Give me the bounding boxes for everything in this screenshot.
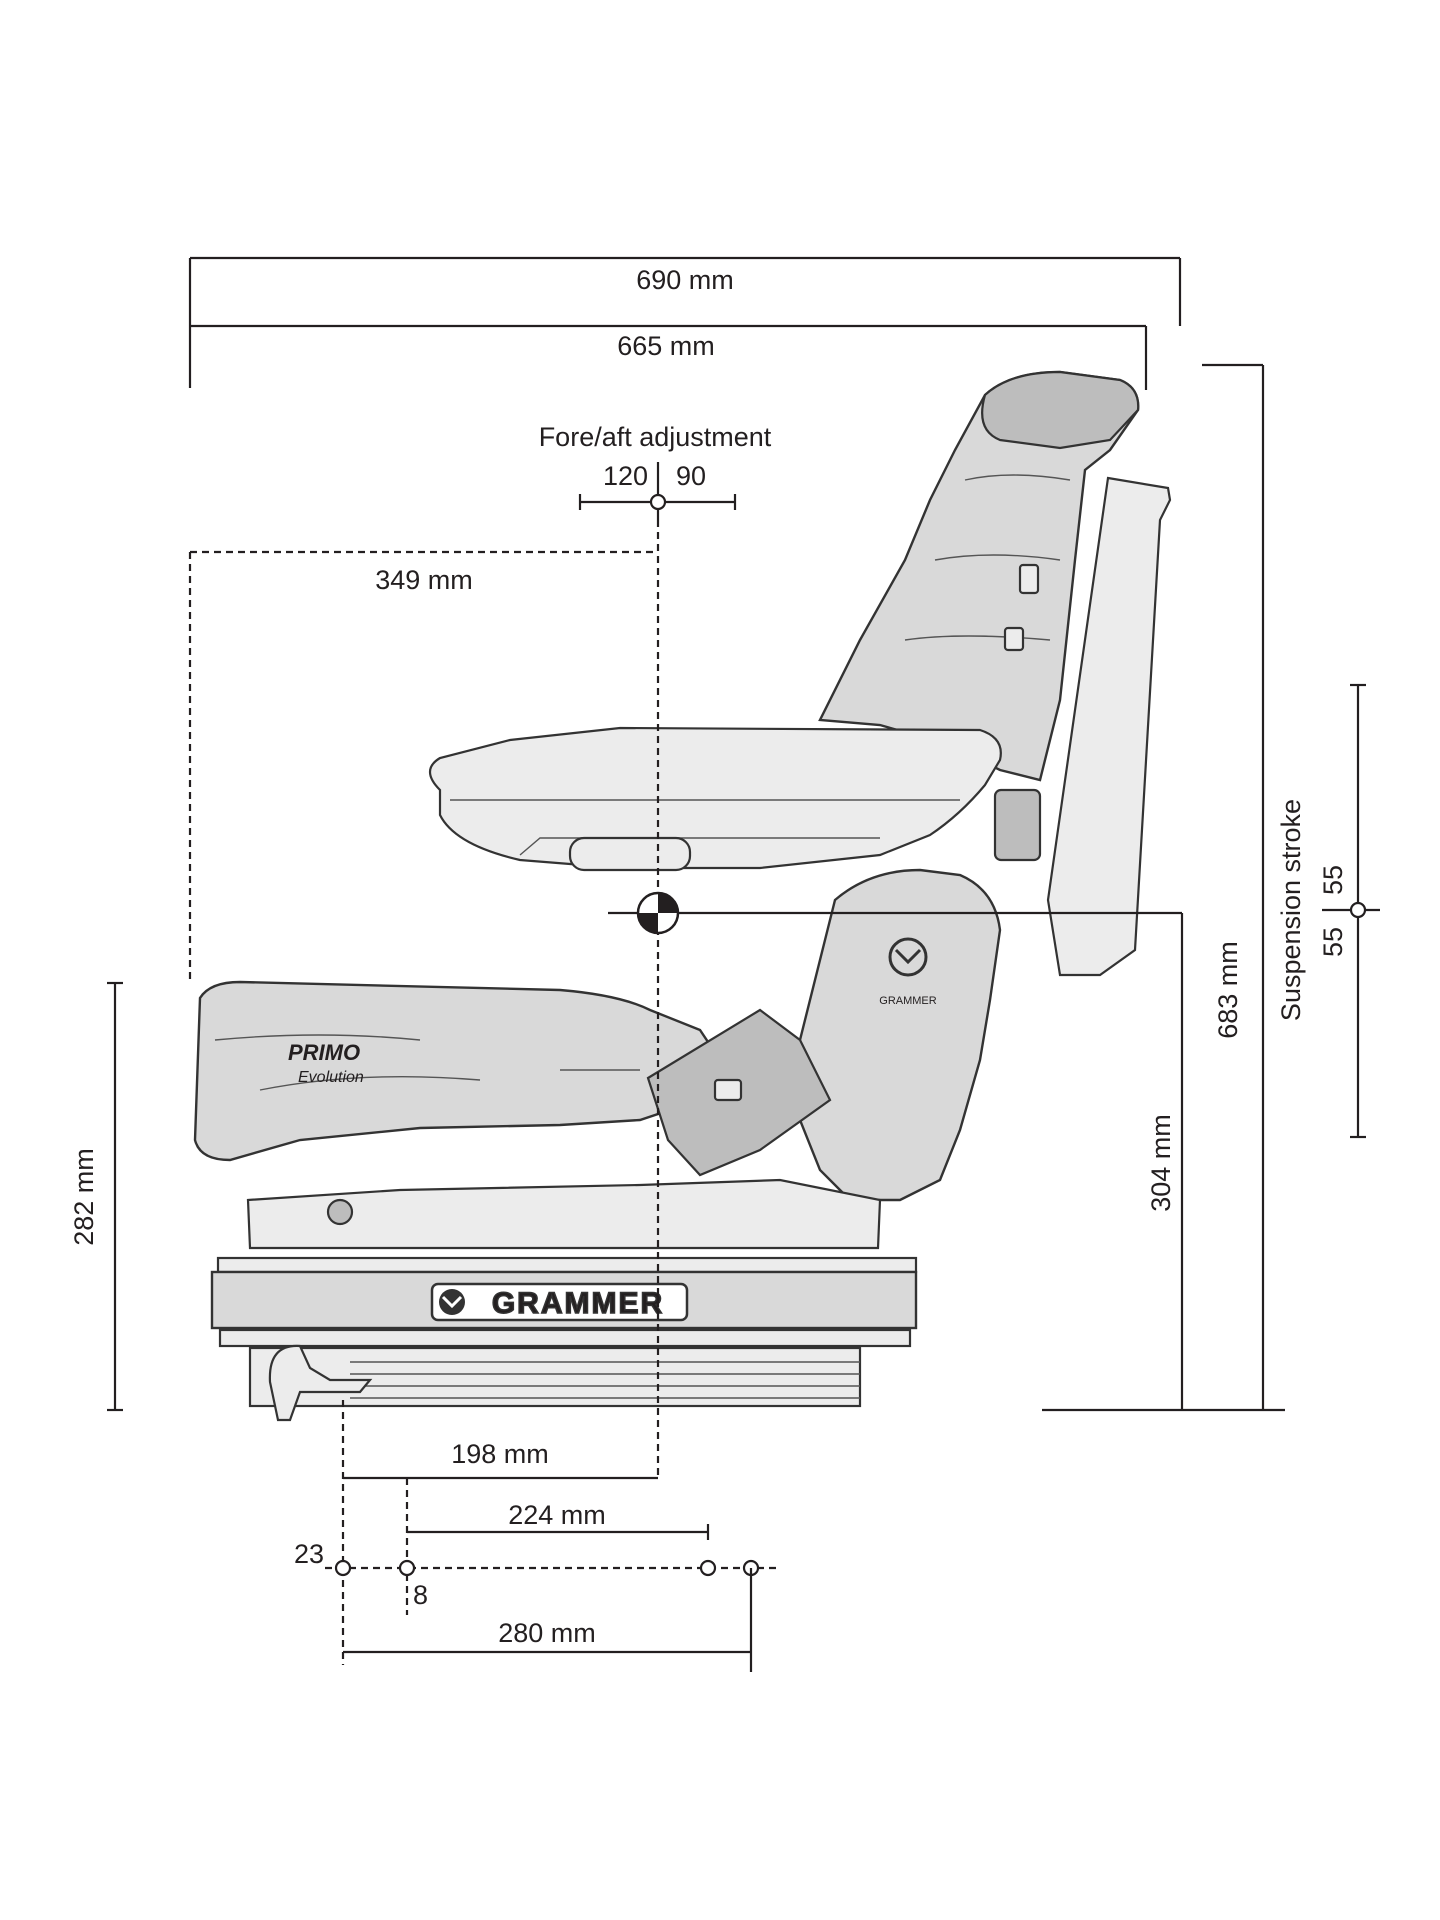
fore-aft-forward-label: 90 <box>676 461 706 491</box>
backrest-depth-label: 665 mm <box>617 331 715 361</box>
housing-brand: GRAMMER <box>879 995 937 1007</box>
headrest <box>981 370 1140 450</box>
model-name: PRIMO <box>288 1040 360 1065</box>
base-top-plate <box>216 1256 918 1274</box>
seat-illustration: GRAMMER PRIMO Evolution GRAMMER <box>193 370 1172 1422</box>
suspension-title: Suspension stroke <box>1276 799 1306 1021</box>
base-rail <box>248 1346 862 1408</box>
frame-knob <box>326 1198 354 1226</box>
mounting-hole-icon <box>398 1559 416 1577</box>
hole-spacing-outer-label: 280 mm <box>498 1618 596 1648</box>
armrest-control-panel <box>993 788 1042 862</box>
hole-spacing-inner-label: 224 mm <box>508 1500 606 1530</box>
lumbar-switch <box>1018 563 1040 595</box>
base-bottom-plate <box>218 1328 912 1348</box>
cushion-seam <box>214 1034 640 1091</box>
rail-lines <box>350 1361 860 1399</box>
mounting-hole-icon <box>334 1559 352 1577</box>
fore-aft-lever <box>268 1344 373 1422</box>
fore-aft-marker-icon <box>649 493 667 511</box>
overall-width-label: 690 mm <box>636 265 734 295</box>
suspension-down-label: 55 <box>1318 927 1348 957</box>
hole-offset-small-label: 8 <box>413 1580 428 1610</box>
seat-cushion <box>193 980 722 1162</box>
dimension-labels: 690 mm 665 mm Fore/aft adjustment 120 90… <box>69 265 1348 1648</box>
mounting-hole-icon <box>699 1559 717 1577</box>
centre-of-gravity-icon <box>636 891 680 935</box>
total-height-label: 683 mm <box>1213 941 1243 1039</box>
armrest <box>428 726 1002 870</box>
backrest-seam <box>904 474 1071 641</box>
seat-frame <box>246 1178 882 1250</box>
armrest-handle <box>568 836 692 872</box>
suspension-housing <box>798 868 1002 1202</box>
fore-aft-back-label: 120 <box>603 461 648 491</box>
cushion-depth-label: 349 mm <box>375 565 473 595</box>
dimension-lines <box>107 256 1380 1672</box>
brand-plate <box>430 1282 689 1322</box>
hole-offset-left-label: 23 <box>294 1539 324 1569</box>
base-brand-text: GRAMMER <box>492 1287 664 1320</box>
armrest-seam <box>450 799 960 856</box>
model-subname: Evolution <box>298 1069 364 1086</box>
reference-height-label: 304 mm <box>1146 1114 1176 1212</box>
brand-logo-icon <box>439 1289 465 1315</box>
suspension-marker-icon <box>1349 901 1367 919</box>
grammer-logo-icon <box>888 937 928 977</box>
base-height-label: 282 mm <box>69 1148 99 1246</box>
control-box-button <box>713 1078 743 1102</box>
fore-aft-title: Fore/aft adjustment <box>539 422 772 452</box>
rail-to-reference-label: 198 mm <box>451 1439 549 1469</box>
suspension-up-label: 55 <box>1318 865 1348 895</box>
backrest-frame <box>1046 476 1172 977</box>
lumbar-switch-2 <box>1003 626 1025 652</box>
